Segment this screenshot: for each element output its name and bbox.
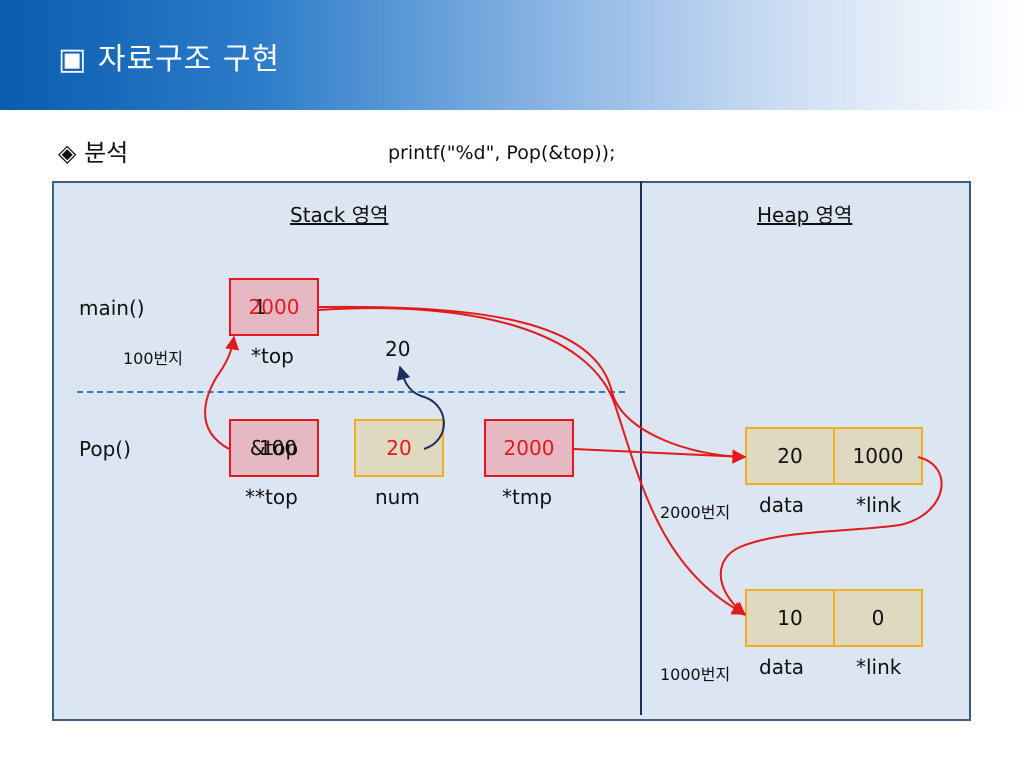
slide-header: ▣ 자료구조 구현 [0, 0, 1024, 110]
main-label: main() [79, 296, 145, 320]
arrow-ptrptr-to-top [204, 335, 240, 450]
arrow-tmp-to-node1 [573, 448, 747, 464]
section-label: ◈ 분석 [58, 139, 129, 167]
heap-title: Heap 영역 [757, 203, 853, 227]
num-value: 20 [386, 436, 412, 460]
node2-data-label: data [759, 655, 805, 679]
floating-value: 20 [385, 337, 411, 361]
top-current-value: 2000 [248, 295, 300, 319]
arrow-top-to-node2 [318, 307, 747, 615]
tmp-box: 2000 [484, 419, 574, 477]
node1-data-label: data [759, 493, 805, 517]
ptrptr-old-value: 100 [258, 436, 298, 460]
arrow-link-to-node2 [719, 456, 943, 616]
tmp-value: 2000 [503, 436, 555, 460]
node2-address: 1000번지 [660, 665, 731, 684]
top-pointer-box: 1 2000 [229, 278, 319, 336]
node2-link-value: 0 [871, 606, 885, 630]
ptrptr-var-label: **top [245, 485, 298, 509]
frame-divider [77, 391, 625, 393]
ptrptr-value: &top [249, 436, 299, 460]
top-var-label: *top [251, 344, 294, 368]
arrow-num-to-value [396, 365, 445, 450]
node2-link-label: *link [856, 655, 902, 679]
node1-address: 2000번지 [660, 503, 731, 522]
tmp-var-label: *tmp [502, 485, 553, 509]
node1-data-box: 20 [745, 427, 835, 485]
top-address: 100번지 [123, 349, 183, 368]
code-line: printf("%d", Pop(&top)); [388, 142, 616, 164]
stack-heap-divider [640, 181, 642, 715]
node1-data-value: 20 [777, 444, 803, 468]
node1-link-label: *link [856, 493, 902, 517]
node2-data-value: 10 [777, 606, 803, 630]
node1-link-box: 1000 [833, 427, 923, 485]
node2-link-box: 0 [833, 589, 923, 647]
node1-link-value: 1000 [852, 444, 904, 468]
num-var-label: num [375, 485, 420, 509]
ptrptr-box: 100 &top [229, 419, 319, 477]
pop-label: Pop() [79, 437, 131, 461]
slide-title: ▣ 자료구조 구현 [58, 42, 281, 77]
arrow-top-to-node1 [318, 305, 747, 464]
stack-title: Stack 영역 [290, 203, 389, 227]
top-old-value: 1 [253, 295, 267, 319]
